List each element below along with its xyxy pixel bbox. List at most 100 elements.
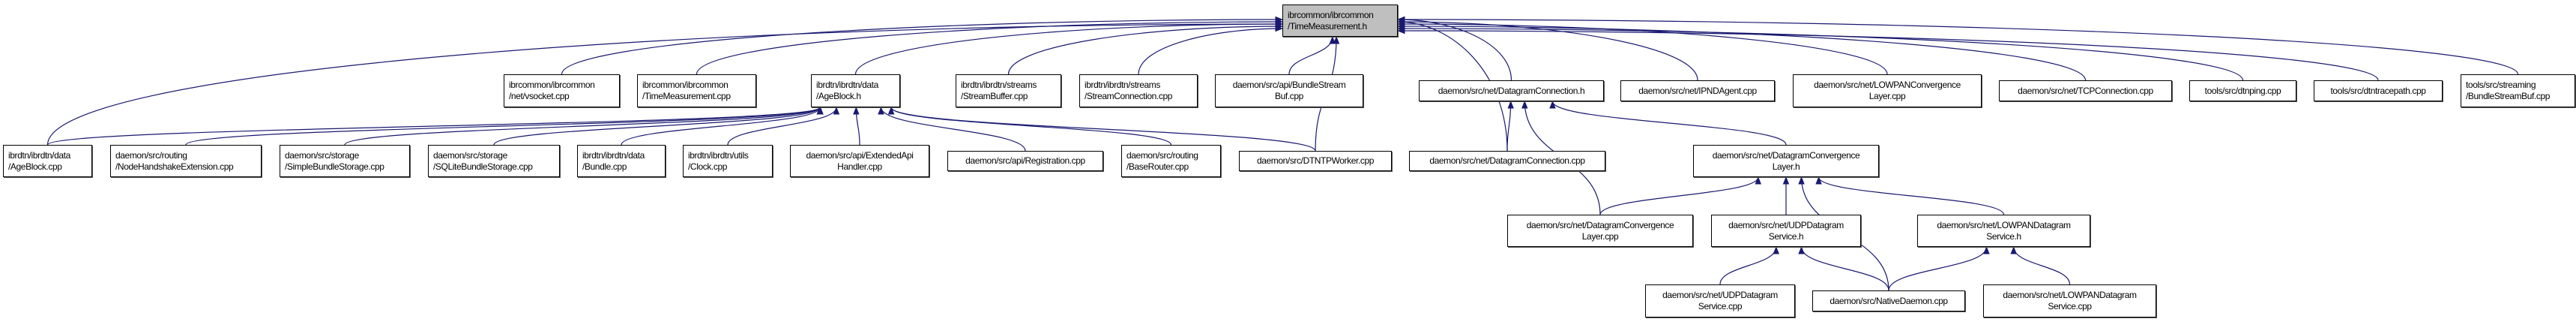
node-label-line: /TimeMeasurement.h xyxy=(1288,20,1367,32)
dependency-edge-lowpanh-to-dgclh xyxy=(1815,176,2005,215)
dependency-edge-dtnping-to-root xyxy=(1396,25,2244,81)
graph-node-dtntrace[interactable]: tools/src/dtntracepath.cpp xyxy=(2314,80,2443,101)
node-label-line: tools/src/streaming xyxy=(2466,80,2536,90)
node-label-line: daemon/src/NativeDaemon.cpp xyxy=(1830,295,1948,306)
node-label-line: daemon/src/net/UDPDatagram xyxy=(1728,219,1844,230)
node-label-line: /AgeBlock.cpp xyxy=(8,161,62,172)
node-label-line: daemon/src/net/LOWPANConvergence xyxy=(1814,80,1961,90)
node-label-line: /AgeBlock.h xyxy=(816,91,861,101)
graph-node-clockcpp[interactable]: ibrdtn/ibrdtn/utils/Clock.cpp xyxy=(683,145,773,177)
dependency-edge-agecpp-to-ageh xyxy=(46,106,823,146)
graph-node-bundlecpp[interactable]: ibrdtn/ibrdtn/data/Bundle.cpp xyxy=(577,145,666,177)
node-label-line: Service.h xyxy=(1986,230,2021,242)
node-label-line: /Bundle.cpp xyxy=(582,161,627,172)
dependency-edge-dtntp-to-ageh xyxy=(887,106,1316,152)
graph-node-dgconnh[interactable]: daemon/src/net/DatagramConnection.h xyxy=(1419,80,1604,101)
dependency-edge-ipnd-to-root xyxy=(1396,18,1698,81)
node-label-line: ibrcommon/ibrcommon xyxy=(642,80,729,90)
dependency-edge-lowpancl-to-root xyxy=(1396,20,1888,75)
dependency-edge-sqlitestore-to-ageh xyxy=(493,106,824,146)
node-label-line: daemon/src/routing xyxy=(1126,149,1198,161)
node-label-line: daemon/src/storage xyxy=(433,149,507,161)
dependency-edge-udpcpp-to-udph xyxy=(1719,245,1780,285)
node-label-line: /BaseRouter.cpp xyxy=(1126,161,1189,172)
node-label-line: daemon/src/routing xyxy=(115,149,187,161)
dependency-edge-simplestore-to-ageh xyxy=(344,106,823,146)
node-label-line: /SimpleBundleStorage.cpp xyxy=(285,161,384,172)
graph-node-agecpp[interactable]: ibrdtn/ibrdtn/data/AgeBlock.cpp xyxy=(3,145,92,177)
node-label-line: ibrdtn/ibrdtn/streams xyxy=(1085,80,1160,90)
graph-node-vsocket[interactable]: ibrcommon/ibrcommon/net/vsocket.cpp xyxy=(504,74,620,107)
node-label-line: daemon/src/api/Registration.cpp xyxy=(965,155,1085,166)
dependency-edge-registration-to-ageh xyxy=(878,106,1026,152)
dependency-edge-toolsbsb-to-root xyxy=(1396,16,2519,75)
graph-node-tmcpp[interactable]: ibrcommon/ibrcommon/TimeMeasurement.cpp xyxy=(637,74,756,107)
node-label-line: Handler.cpp xyxy=(837,161,882,172)
graph-node-ageh[interactable]: ibrdtn/ibrdtn/data/AgeBlock.h xyxy=(811,74,900,107)
node-label-line: daemon/src/net/DatagramConvergence xyxy=(1526,219,1674,230)
graph-node-dtntp[interactable]: daemon/src/DTNTPWorker.cpp xyxy=(1239,151,1392,171)
graph-node-dtnping[interactable]: tools/src/dtnping.cpp xyxy=(2189,80,2296,101)
dependency-edge-dgclh-to-dgconnh xyxy=(1549,100,1787,146)
dependency-edge-tmcpp-to-root xyxy=(696,18,1284,75)
graph-node-native[interactable]: daemon/src/NativeDaemon.cpp xyxy=(1812,290,1965,311)
dependency-edge-ageh-to-root xyxy=(854,20,1284,75)
dependency-edge-nodehs-to-ageh xyxy=(185,106,823,146)
node-label-line: Layer.cpp xyxy=(1581,230,1619,242)
node-label-line: Service.cpp xyxy=(2048,301,2092,311)
node-label-line: Buf.cpp xyxy=(1275,91,1303,101)
graph-node-sqlitestore[interactable]: daemon/src/storage/SQLiteBundleStorage.c… xyxy=(428,145,560,177)
node-label-line: ibrcommon/ibrcommon xyxy=(1288,9,1374,20)
graph-node-simplestore[interactable]: daemon/src/storage/SimpleBundleStorage.c… xyxy=(280,145,410,177)
node-label-line: daemon/src/storage xyxy=(285,149,359,161)
node-label-line: ibrcommon/ibrcommon xyxy=(509,80,595,90)
node-label-line: Service.h xyxy=(1768,230,1804,242)
graph-node-dgconncpp[interactable]: daemon/src/net/DatagramConnection.cpp xyxy=(1409,151,1605,171)
graph-node-nodehs[interactable]: daemon/src/routing/NodeHandshakeExtensio… xyxy=(110,145,262,177)
node-label-line: daemon/src/DTNTPWorker.cpp xyxy=(1256,155,1375,166)
graph-node-ipnd[interactable]: daemon/src/net/IPNDAgent.cpp xyxy=(1620,80,1775,101)
node-label-line: /BundleStreamBuf.cpp xyxy=(2466,91,2551,101)
dependency-edge-streambuf-to-root xyxy=(1007,23,1284,75)
node-label-line: ibrdtn/ibrdtn/streams xyxy=(961,80,1037,90)
node-label-line: Layer.cpp xyxy=(1868,91,1906,101)
node-label-line: daemon/src/api/BundleStream xyxy=(1232,80,1346,90)
node-label-line: daemon/src/net/DatagramConnection.cpp xyxy=(1429,155,1585,166)
node-label-line: ibrdtn/ibrdtn/data xyxy=(8,149,70,161)
dependency-edge-streamconn-to-root xyxy=(1138,25,1284,75)
graph-node-streamconn[interactable]: ibrdtn/ibrdtn/streams/StreamConnection.c… xyxy=(1079,74,1198,107)
dependency-edge-lowpancpp-to-lowpanh xyxy=(2010,245,2071,285)
node-label-line: daemon/src/net/IPNDAgent.cpp xyxy=(1638,85,1757,96)
node-label-line: /TimeMeasurement.cpp xyxy=(642,91,731,101)
dependency-edge-native-to-udph xyxy=(1798,245,1889,291)
graph-node-streambuf[interactable]: ibrdtn/ibrdtn/streams/StreamBuffer.cpp xyxy=(956,74,1061,107)
node-label-line: daemon/src/net/LOWPANDatagram xyxy=(1937,219,2071,230)
dependency-edge-dgconncpp-to-root xyxy=(1396,18,1508,152)
dependency-edge-dgconnh-to-root xyxy=(1396,16,1512,81)
graph-node-toolsbsb[interactable]: tools/src/streaming/BundleStreamBuf.cpp xyxy=(2461,74,2575,107)
node-label-line: ibrdtn/ibrdtn/data xyxy=(816,80,878,90)
node-label-line: /StreamConnection.cpp xyxy=(1085,91,1173,101)
node-label-line: Service.cpp xyxy=(1698,301,1743,311)
node-label-line: tools/src/dtnping.cpp xyxy=(2204,85,2281,96)
dependency-edge-agecpp-to-root xyxy=(46,20,1284,146)
node-label-line: ibrdtn/ibrdtn/data xyxy=(582,149,645,161)
dependency-edge-tcpconn-to-root xyxy=(1396,23,2087,81)
graph-node-baserouter[interactable]: daemon/src/routing/BaseRouter.cpp xyxy=(1121,145,1221,177)
dependency-edge-bundlecpp-to-ageh xyxy=(621,106,824,146)
graph-node-tcpconn[interactable]: daemon/src/net/TCPConnection.cpp xyxy=(1999,80,2172,101)
node-label-line: daemon/src/net/TCPConnection.cpp xyxy=(2018,85,2153,96)
node-label-line: tools/src/dtntracepath.cpp xyxy=(2330,85,2426,96)
graph-node-registration[interactable]: daemon/src/api/Registration.cpp xyxy=(947,151,1103,171)
